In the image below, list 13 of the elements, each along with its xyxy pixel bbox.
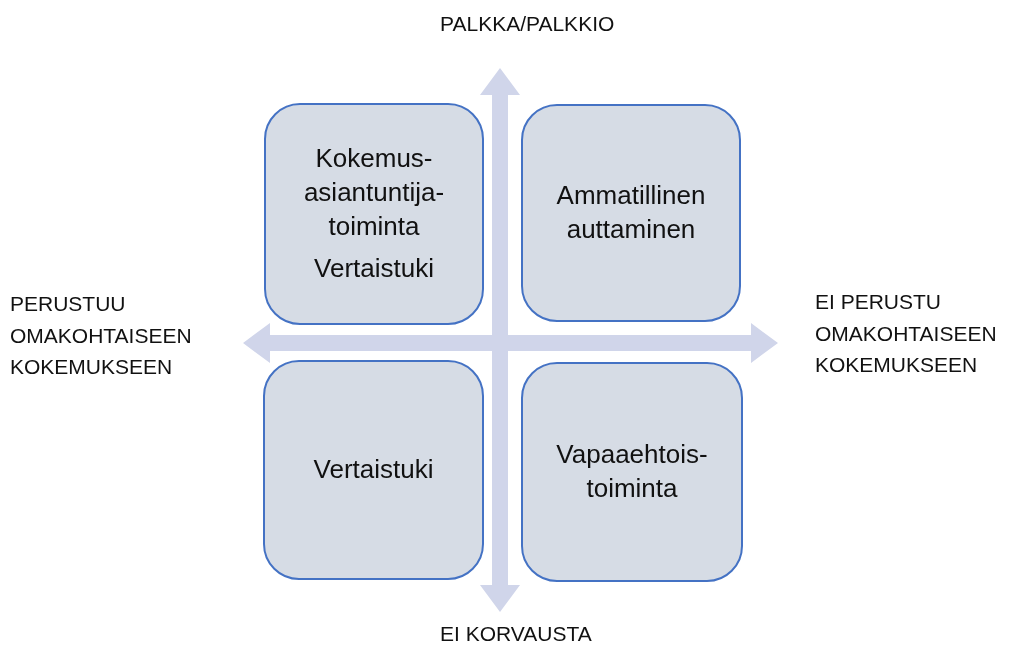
box-text: Kokemus- asiantuntija- toiminta bbox=[302, 142, 446, 243]
quadrant-box bbox=[521, 104, 741, 322]
axis-label: EI PERUSTU OMAKOHTAISEEN KOKEMUKSEEN bbox=[815, 289, 998, 378]
box-text: Vapaaehtois- toiminta bbox=[555, 438, 709, 505]
axis-label: PALKKA/PALKKIO bbox=[440, 11, 616, 37]
axis-label: PERUSTUU OMAKOHTAISEEN KOKEMUKSEEN bbox=[10, 291, 193, 380]
box-text: Vertaistuki bbox=[314, 251, 434, 285]
box-text: Vertaistuki bbox=[313, 453, 434, 487]
box-text: Ammatillinen auttaminen bbox=[555, 179, 707, 246]
quadrant-box bbox=[521, 362, 743, 582]
quadrant-box bbox=[264, 103, 484, 325]
axis-label: EI KORVAUSTA bbox=[440, 621, 593, 647]
quadrant-box bbox=[263, 360, 484, 580]
